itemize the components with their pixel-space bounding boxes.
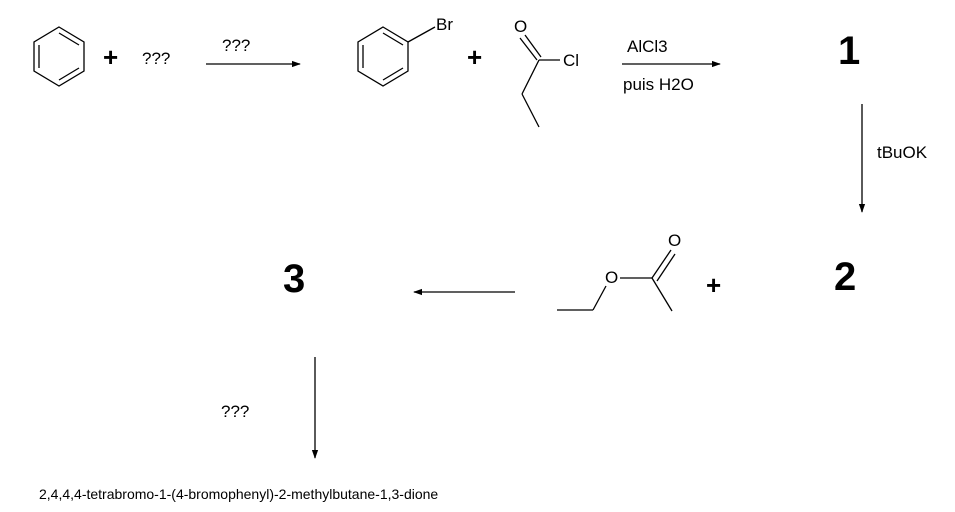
plus-sign-2: + xyxy=(467,42,482,72)
acyl-oxygen-label: O xyxy=(514,17,527,36)
product-3-label: 3 xyxy=(283,257,305,301)
product-2-label: 2 xyxy=(834,255,856,299)
chlorine-label: Cl xyxy=(563,51,579,70)
plus-sign-3: + xyxy=(706,270,721,300)
bromobenzene-molecule: Br xyxy=(357,15,453,87)
bromine-label: Br xyxy=(436,15,453,34)
unknown-reagent: ??? xyxy=(142,49,170,68)
product-1-label: 1 xyxy=(838,29,860,73)
ester-oxygen-label: O xyxy=(605,268,618,287)
arrow2-label-above: AlCl3 xyxy=(627,37,668,56)
arrow3-label: tBuOK xyxy=(877,143,928,162)
arrow1-label: ??? xyxy=(222,36,250,55)
ethyl-acetate-molecule: O O xyxy=(557,231,681,312)
arrow5-label: ??? xyxy=(221,402,249,421)
final-product-name: 2,4,4,4-tetrabromo-1-(4-bromophenyl)-2-m… xyxy=(39,486,438,502)
carbonyl-oxygen-label: O xyxy=(668,231,681,250)
arrow2-label-below: puis H2O xyxy=(623,75,694,94)
propanoyl-chloride-molecule: O Cl xyxy=(514,17,579,128)
plus-sign-1: + xyxy=(103,42,118,72)
benzene-molecule xyxy=(33,26,85,87)
